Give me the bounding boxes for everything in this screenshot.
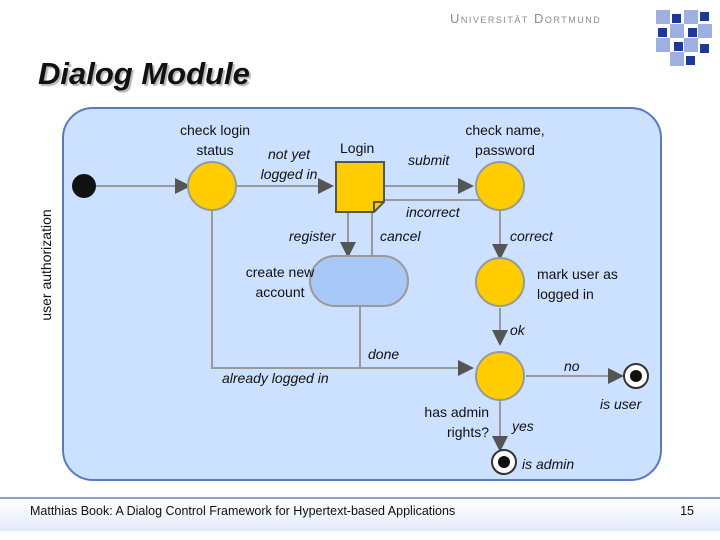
- create-account-node: [309, 255, 409, 307]
- submit-label: submit: [408, 152, 450, 168]
- page-number: 15: [680, 504, 694, 518]
- container-label: user authorization: [38, 209, 54, 321]
- is-admin-label: is admin: [522, 456, 575, 472]
- initial-state-node: [72, 174, 96, 198]
- footer-citation: Matthias Book: A Dialog Control Framewor…: [30, 504, 456, 518]
- university-name: Universität Dortmund: [450, 11, 602, 26]
- cancel-label: cancel: [380, 228, 421, 244]
- footer-bar: [0, 497, 720, 531]
- check-login-status-node: [187, 161, 237, 211]
- check-name-password-node: [475, 161, 525, 211]
- state-diagram: [62, 107, 662, 481]
- register-label: register: [289, 228, 336, 244]
- incorrect-label: incorrect: [406, 204, 460, 220]
- slide-title: Dialog Module: [38, 56, 250, 91]
- has-admin-rights-node: [475, 351, 525, 401]
- has-admin-rights-label: has admin rights?: [424, 404, 489, 440]
- check-login-status-label: check login status: [179, 122, 251, 158]
- yes-label: yes: [512, 418, 534, 434]
- mark-user-label: mark user as logged in: [537, 266, 618, 302]
- edge-already-logged-in: [211, 210, 474, 376]
- university-logo: [656, 10, 712, 66]
- already-logged-in-label: already logged in: [222, 370, 329, 386]
- not-yet-logged-in-label: not yet logged in: [260, 146, 318, 182]
- mark-user-node: [475, 257, 525, 307]
- login-page-node: [335, 161, 385, 213]
- ok-label: ok: [510, 322, 525, 338]
- is-user-label: is user: [600, 396, 642, 412]
- login-label: Login: [340, 140, 375, 156]
- correct-label: correct: [510, 228, 553, 244]
- create-account-label: create new account: [245, 264, 315, 300]
- no-label: no: [564, 358, 580, 374]
- done-label: done: [368, 346, 400, 362]
- check-name-password-label: check name, password: [465, 122, 545, 158]
